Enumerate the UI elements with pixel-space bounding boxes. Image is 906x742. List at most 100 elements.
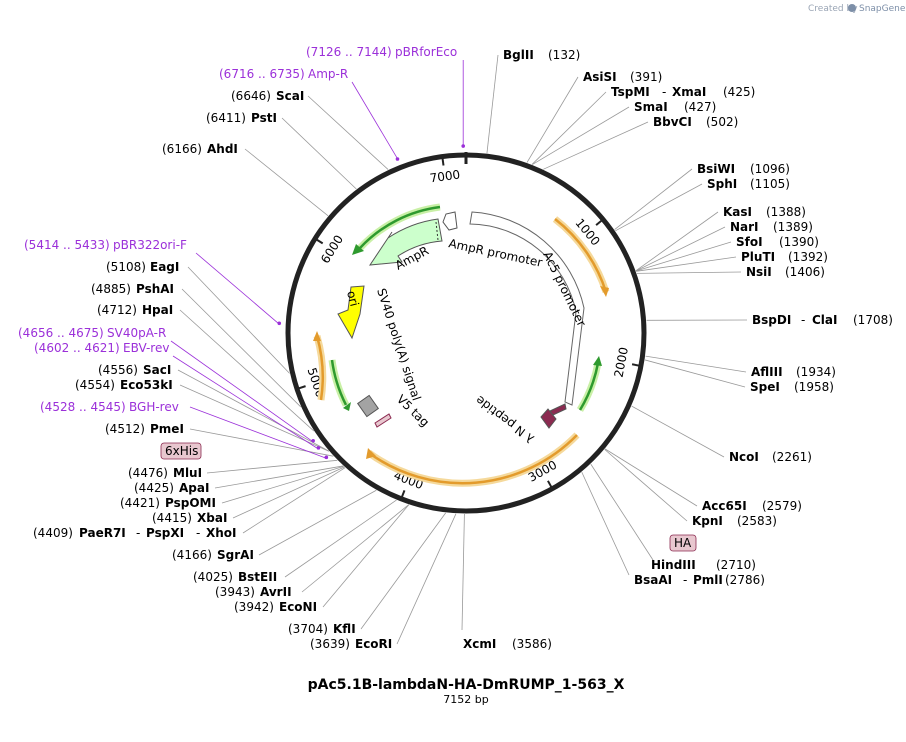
site-xhoi[interactable]: XhoI [206,526,237,540]
site-leader-line [187,266,290,374]
site-sphi[interactable]: SphI [707,177,737,191]
site-leader-line [635,226,726,272]
tag-6xhis-box [160,442,202,460]
site-xcmi[interactable]: XcmI [463,637,496,651]
tag-6xhis: 6xHis [165,444,198,458]
ampr-feature [369,218,443,266]
site-ecori[interactable]: EcoRI [355,637,392,651]
lambda-n-arrow [549,403,567,416]
site-avrii-pos: (3943) [215,585,255,599]
site-psti[interactable]: PstI [251,111,277,125]
label-ac5: Ac5 promoter [540,249,588,329]
site-scai-pos: (6646) [231,89,271,103]
site-acc65i-pos: (2579) [762,499,802,513]
primer-pbr322ori[interactable]: pBR322ori-F [113,238,187,252]
site-sgrai-pos: (4166) [172,548,212,562]
primer-pbr322ori-range: (5414 .. 5433) [24,238,110,252]
tag-ha: HA [674,536,692,550]
site-bsteii[interactable]: BstEII [238,570,277,584]
site-bsteii-pos: (4025) [193,570,233,584]
site-spei[interactable]: SpeI [750,380,780,394]
primer-ebv[interactable]: EBV-rev [123,341,169,355]
site-avrii[interactable]: AvrII [260,585,292,599]
ruler-tick [441,156,445,166]
ruler-tick-label: 7000 [429,167,461,185]
site-ncoi-pos: (2261) [772,450,812,464]
site-bsiwi[interactable]: BsiWI [697,162,735,176]
site-leader-line [396,513,457,645]
site-acc65i[interactable]: Acc65I [702,499,747,513]
site-xmai[interactable]: XmaI [672,85,706,99]
primer-leader-line [172,355,318,449]
svg-text:-: - [196,526,200,540]
svg-text:-: - [136,526,140,540]
primer-site-marker [395,157,400,161]
site-hpai[interactable]: HpaI [142,303,173,317]
site-leader-line [307,95,389,170]
site-kfli[interactable]: KflI [333,622,356,636]
site-sgrai[interactable]: SgrAI [217,548,254,562]
features: AmpR promoter AmpR ori SV40 poly(A) sign… [313,203,610,487]
primer-marks [277,144,466,460]
site-afliii[interactable]: AflIII [751,365,783,379]
primer-ampr-range: (6716 .. 6735) [219,67,305,81]
site-kpni[interactable]: KpnI [692,514,723,528]
primer-pbrforeco[interactable]: pBRforEco [395,45,457,59]
site-paer7i[interactable]: PaeR7I [79,526,126,540]
site-scai[interactable]: ScaI [276,89,304,103]
ori-feature [337,285,365,340]
site-eco53ki[interactable]: Eco53kI [120,378,173,392]
site-bspdi[interactable]: BspDI [752,313,791,327]
site-saci[interactable]: SacI [143,363,171,377]
site-pluti[interactable]: PluTI [741,250,775,264]
site-leader-line [181,288,302,408]
site-apai[interactable]: ApaI [179,481,209,495]
brand-product: SnapGene [859,4,906,14]
site-nari[interactable]: NarI [730,220,759,234]
site-eagi[interactable]: EagI [150,260,179,274]
site-xbai[interactable]: XbaI [197,511,227,525]
site-smai[interactable]: SmaI [634,100,668,114]
site-bglii[interactable]: BglII [503,48,534,62]
site-kasi[interactable]: KasI [723,205,752,219]
site-pspomi[interactable]: PspOMI [165,496,216,510]
site-mlui[interactable]: MluI [173,466,202,480]
site-leader-line [232,466,345,519]
site-pspxi[interactable]: PspXI [146,526,184,540]
primer-bgh[interactable]: BGH-rev [129,400,179,414]
site-pmei[interactable]: PmeI [150,422,184,436]
site-bsaai[interactable]: BsaAI [634,573,672,587]
site-pshai[interactable]: PshAI [136,282,174,296]
site-clai-pos: (1708) [853,313,893,327]
green-arc-right [578,362,600,411]
primer-site-marker [316,446,321,450]
primer-ampr[interactable]: Amp-R [308,67,348,81]
primer-leader-line [189,406,326,459]
site-ncoi[interactable]: NcoI [729,450,759,464]
orange-arc-left-head [313,331,321,341]
site-asisi[interactable]: AsiSI [583,70,617,84]
site-tspmi[interactable]: TspMI [611,85,650,99]
site-leader-line [615,183,703,232]
primer-bgh-range: (4528 .. 4545) [40,400,126,414]
green-arc-top [359,205,441,249]
site-kfli-pos: (3704) [288,622,328,636]
backbone-circle [285,152,647,514]
primer-site-marker [311,438,315,443]
site-econi[interactable]: EcoNI [279,600,317,614]
site-kasi-pos: (1388) [766,205,806,219]
site-bbvci[interactable]: BbvCI [653,115,692,129]
site-paer7i-pos: (4409) [33,526,73,540]
brand-logo: Created by SnapGene [808,4,906,14]
site-sfoi[interactable]: SfoI [736,235,763,249]
site-clai[interactable]: ClaI [812,313,837,327]
site-leader-line [636,256,737,272]
site-ahdi[interactable]: AhdI [207,142,238,156]
site-nsii[interactable]: NsiI [746,265,772,279]
site-hindiii[interactable]: HindIII [651,558,696,572]
orange-arc-main [368,434,578,485]
ruler-tick [595,218,604,226]
primer-sv40pa[interactable]: SV40pA-R [107,326,166,340]
site-pmli[interactable]: PmlI [693,573,723,587]
